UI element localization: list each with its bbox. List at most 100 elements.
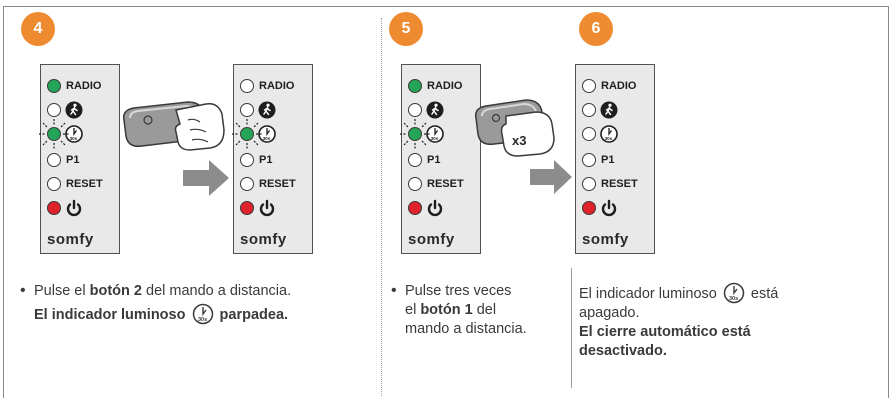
timer-caption: 30s [605, 136, 613, 141]
panel-row [240, 199, 276, 217]
indicator-led [582, 103, 596, 117]
step4-line1-pre: Pulse el [34, 283, 90, 299]
indicator-led [240, 127, 254, 141]
indicator-led [408, 79, 422, 93]
panel-row [582, 101, 618, 119]
step6-line1-post: está [750, 286, 779, 302]
pedestrian-icon [426, 101, 444, 119]
hand-remote-icon: x3 [474, 99, 555, 157]
timer-caption: 30s [729, 296, 738, 302]
radio-label: RADIO [601, 80, 637, 92]
indicator-led [47, 177, 61, 191]
timer-caption: 30s [431, 136, 439, 141]
frame-border-left [3, 6, 4, 398]
dotted-divider [381, 18, 382, 396]
indicator-led [47, 127, 61, 141]
timer-30s-icon: 30s [426, 125, 444, 143]
panel-row [408, 101, 444, 119]
indicator-led [582, 201, 596, 215]
panel-row: 30s [582, 125, 618, 143]
step5-line2: el botón 1 del [405, 301, 570, 320]
timer-30s-icon: 30s [258, 125, 276, 143]
step5-line2-post: del [472, 302, 497, 318]
reset-label: RESET [66, 178, 103, 190]
panel-row: RESET [47, 175, 103, 193]
step5-line3: mando a distancia. [405, 321, 527, 337]
step6-line2: apagado. [579, 305, 640, 321]
timer-30s-icon: 30s [600, 125, 618, 143]
press-count-label: x3 [512, 133, 526, 148]
step5-line2-pre: el [405, 302, 421, 318]
power-icon [601, 199, 617, 217]
step6-line3: El cierre automático está [579, 324, 751, 340]
panel-row: RADIO [408, 77, 462, 95]
step4-line1-post: del mando a distancia. [141, 283, 292, 299]
panel-row: RADIO [240, 77, 294, 95]
step5-text: Pulse tres veces el botón 1 del mando a … [405, 282, 570, 339]
blink-rays-icon [39, 119, 69, 149]
frame-border-right [888, 6, 889, 398]
bullet: • [391, 282, 397, 299]
step5-line1: Pulse tres veces [405, 283, 512, 299]
p1-label: P1 [427, 154, 441, 166]
pedestrian-icon [65, 101, 83, 119]
reset-label: RESET [259, 178, 296, 190]
somfy-logo: somfy [408, 231, 455, 248]
indicator-led [240, 153, 254, 167]
step4-line1-bold: botón 2 [89, 283, 142, 299]
step4-line2-pre: El indicador luminoso [34, 307, 186, 323]
power-icon [427, 199, 443, 217]
indicator-led [47, 153, 61, 167]
panel-row: P1 [408, 151, 440, 169]
indicator-led [582, 127, 596, 141]
panel-row: 30s [232, 119, 276, 149]
step6-text: El indicador luminoso 30s está apagado. … [579, 282, 879, 361]
panel-row: RESET [240, 175, 296, 193]
somfy-logo: somfy [47, 231, 94, 248]
panel-row: 30s [400, 119, 444, 149]
indicator-led [47, 201, 61, 215]
p1-label: P1 [66, 154, 80, 166]
blink-rays-icon [232, 119, 262, 149]
indicator-led [240, 201, 254, 215]
step-badge-4: 4 [21, 12, 55, 46]
indicator-led [582, 177, 596, 191]
indicator-led [408, 201, 422, 215]
step4-line2: El indicador luminoso 30s parpadea. [34, 303, 374, 325]
pedestrian-icon [258, 101, 276, 119]
radio-label: RADIO [66, 80, 102, 92]
step-badge-5: 5 [389, 12, 423, 46]
blinking-led [400, 119, 430, 149]
panel-row: P1 [47, 151, 79, 169]
timer-30s-icon: 30s [192, 303, 213, 325]
indicator-led [47, 79, 61, 93]
step4-text: Pulse el botón 2 del mando a distancia. … [34, 282, 374, 325]
bullet: • [20, 282, 26, 299]
power-icon [259, 199, 275, 217]
somfy-logo: somfy [240, 231, 287, 248]
timer-30s-icon: 30s [65, 125, 83, 143]
indicator-led [408, 127, 422, 141]
pedestrian-icon [600, 101, 618, 119]
indicator-led [408, 153, 422, 167]
indicator-led [582, 79, 596, 93]
indicator-led [240, 177, 254, 191]
somfy-logo: somfy [582, 231, 629, 248]
step5-line2-bold: botón 1 [420, 302, 473, 318]
timer-30s-icon: 30s [723, 282, 745, 304]
panel-row: P1 [240, 151, 272, 169]
indicator-led [47, 103, 61, 117]
panel-row: RESET [408, 175, 464, 193]
step6-line1-pre: El indicador luminoso [579, 286, 717, 302]
panel-row: RADIO [47, 77, 101, 95]
panel-row: P1 [582, 151, 614, 169]
blinking-led [39, 119, 69, 149]
power-icon [66, 199, 82, 217]
step-badge-6: 6 [579, 12, 613, 46]
indicator-led [582, 153, 596, 167]
